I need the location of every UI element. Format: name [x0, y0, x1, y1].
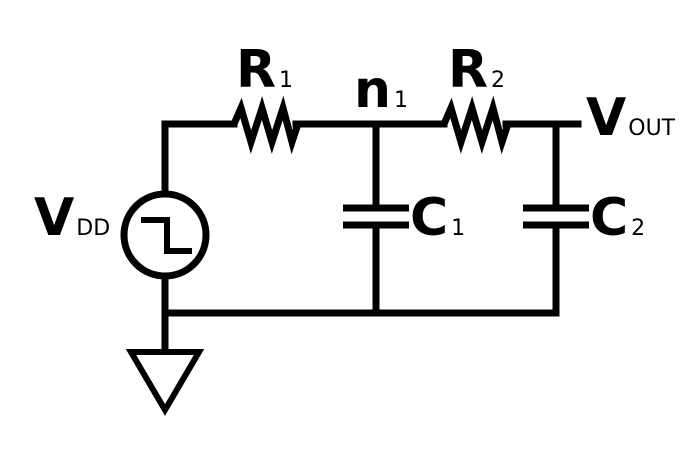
step-voltage-source-icon	[120, 190, 210, 280]
resistor-r1-icon	[230, 95, 302, 155]
label-vout: VOUT	[586, 88, 676, 148]
capacitor-c2-icon	[523, 204, 589, 229]
resistor-r2-icon	[440, 95, 512, 155]
label-vdd: VDD	[34, 188, 110, 248]
wire-left-top	[161, 120, 238, 196]
capacitor-c1-icon	[343, 204, 409, 229]
wires	[161, 120, 582, 356]
ground-triangle-icon	[125, 349, 205, 416]
